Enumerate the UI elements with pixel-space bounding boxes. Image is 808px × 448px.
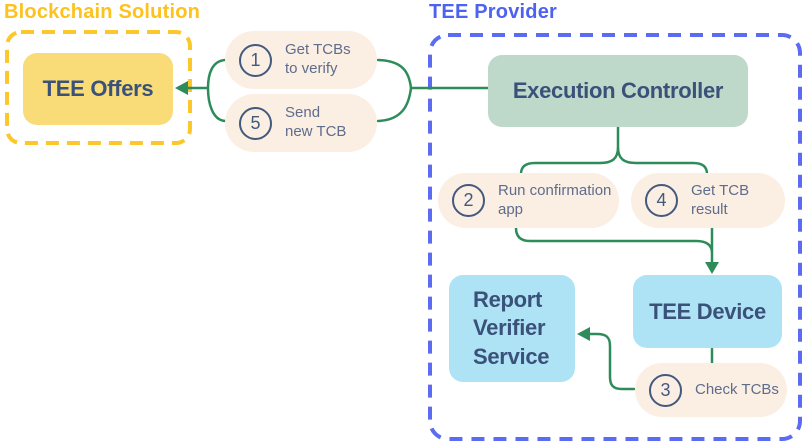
step-pill-4: 4 Get TCB result: [631, 173, 785, 228]
blockchain-solution-label: Blockchain Solution: [4, 1, 201, 23]
step-number-badge: 5: [239, 106, 272, 140]
step-label: Get TCB result: [691, 181, 750, 218]
arrow-pills-to-tee-offers: [186, 58, 227, 123]
arrow-pills-to-tee-device: [514, 226, 714, 264]
step-pill-5: 5 Send new TCB: [225, 94, 377, 152]
tee-provider-label: TEE Provider: [429, 1, 557, 23]
report-verifier-service-node: Report Verifier Service: [449, 275, 575, 382]
step-label: Run confirmation app: [498, 181, 612, 218]
tee-device-node: TEE Device: [633, 275, 782, 348]
step-pill-1: 1 Get TCBs to verify: [225, 31, 377, 89]
arrow-ec-to-pills-1-5: [376, 58, 490, 123]
tee-offers-node: TEE Offers: [23, 53, 173, 125]
step-label: Get TCBs to verify: [285, 41, 351, 77]
step-label: Send new TCB: [285, 104, 347, 140]
tee-provider-container: [428, 33, 802, 441]
arrowhead-tee-offers: [175, 81, 188, 95]
arrowhead-tee-device: [705, 262, 719, 274]
step-number-badge: 1: [239, 43, 272, 77]
step-pill-3: 3 Check TCBs: [635, 363, 787, 417]
step-pill-2: 2 Run confirmation app: [438, 173, 619, 228]
execution-controller-node: Execution Controller: [488, 55, 748, 127]
step-number-badge: 3: [649, 373, 682, 407]
step-number-badge: 4: [645, 184, 678, 217]
arrow-pill-3-to-report-verifier: [588, 332, 636, 391]
arrow-ec-to-pills-2-4: [519, 125, 709, 176]
arrowhead-report-verifier: [577, 327, 590, 341]
step-label: Check TCBs: [695, 380, 779, 398]
step-number-badge: 2: [452, 184, 485, 217]
